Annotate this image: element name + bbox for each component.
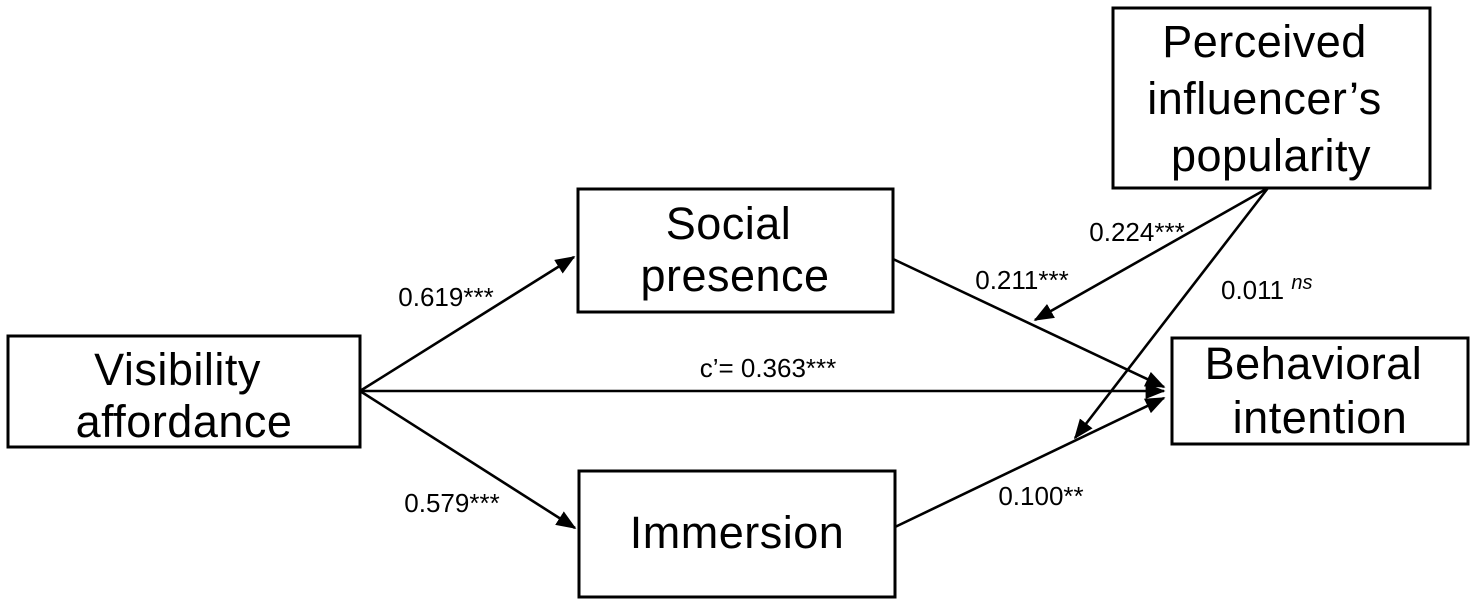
label-line: Immersion [630,507,845,558]
coefficient-moderation-immersion-path: 0.011 ns [1221,272,1313,305]
coefficient-value: 0.011 [1221,275,1284,305]
coefficient-direct-effect: c’= 0.363*** [700,353,837,383]
edge-popularity-moderates-immersion-path [1073,187,1270,440]
coefficient-immersion-behavioral: 0.100** [998,481,1083,511]
node-visibility-affordance-box [6,334,362,449]
coefficient-visibility-social-presence: 0.619*** [398,282,493,312]
edge-social-presence-to-behavioral [892,257,1166,389]
node-immersion-box [577,469,897,599]
label-line: influencer’s [1147,73,1381,124]
node-perceived-popularity-label: Perceived influencer’s popularity [1147,16,1395,181]
not-significant-superscript: ns [1291,272,1312,294]
coefficient-moderation-social-path: 0.224*** [1089,217,1184,247]
label-line: intention [1233,392,1408,443]
coefficient-social-presence-behavioral: 0.211*** [975,265,1069,295]
node-social-presence-label: Social presence [640,198,829,301]
node-perceived-popularity-box [1111,6,1432,190]
label-line: Perceived [1162,16,1367,67]
label-line: Visibility [94,344,261,395]
node-behavioral-intention-label: Behavioral intention [1205,338,1436,443]
edge-immersion-to-behavioral [894,396,1166,529]
edge-visibility-to-immersion [359,389,577,530]
label-line: Social [666,198,792,249]
node-immersion-label: Immersion [630,507,845,558]
node-social-presence-box [576,187,895,314]
edge-visibility-to-social-presence [359,255,576,393]
label-line: presence [640,250,829,301]
coefficient-visibility-immersion: 0.579*** [404,488,499,518]
node-visibility-affordance-label: Visibility affordance [76,344,293,447]
label-line: Behavioral [1205,338,1423,389]
node-behavioral-intention-box [1170,336,1470,446]
edge-popularity-moderates-social-path [1033,186,1269,322]
label-line: affordance [76,396,293,447]
label-line: popularity [1171,130,1371,181]
